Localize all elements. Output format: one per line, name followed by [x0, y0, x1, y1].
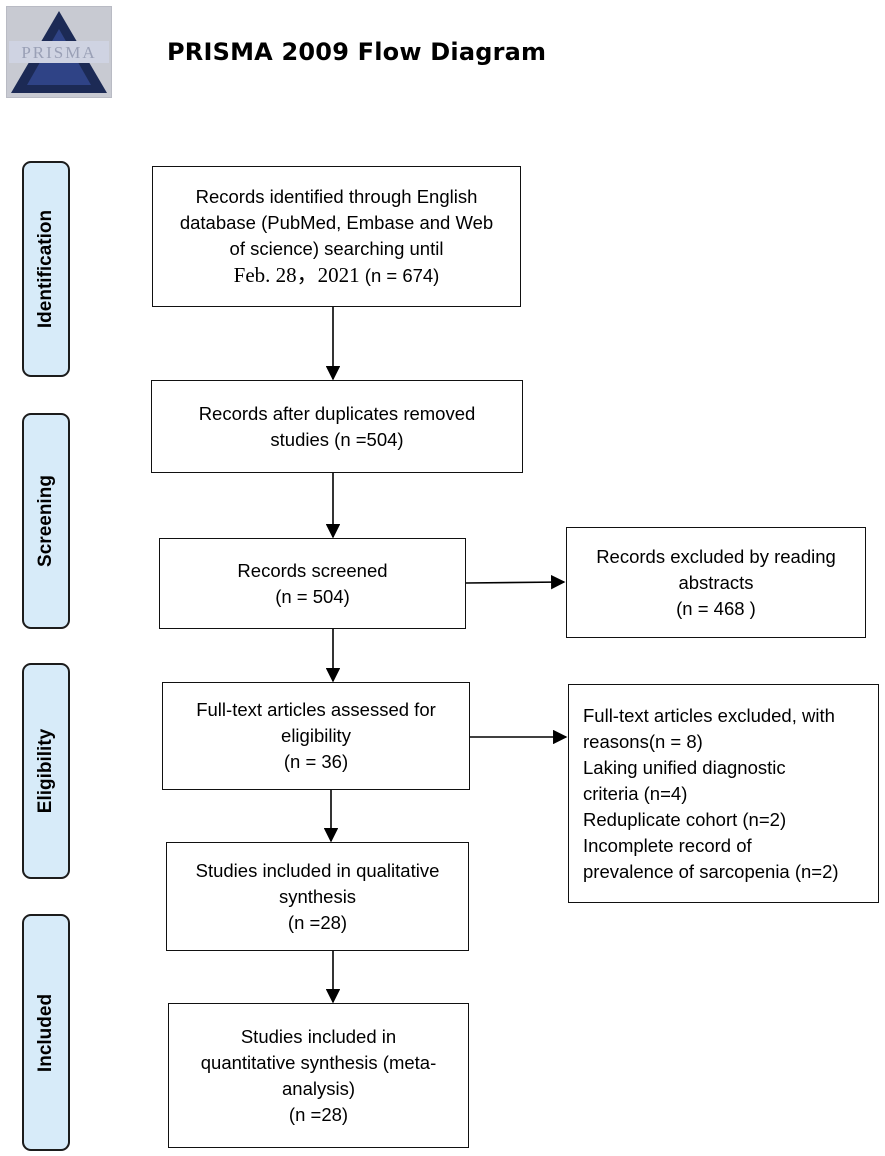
- duplicates-line-2: studies (n =504): [270, 428, 404, 450]
- fulltext-excluded-line-3: Laking unified diagnostic: [583, 756, 786, 778]
- quantitative-line-4: (n =28): [288, 1103, 349, 1125]
- box-fulltext-assessed: Full-text articles assessed for eligibil…: [162, 682, 470, 790]
- stage-identification: Identification: [22, 161, 70, 377]
- identified-line-2: database (PubMed, Embase and Web: [179, 212, 494, 233]
- excluded-abstracts-line-1: Records excluded by reading: [596, 545, 836, 567]
- quantitative-line-1: Studies included in: [240, 1025, 397, 1047]
- duplicates-line-1: Records after duplicates removed: [198, 402, 476, 424]
- quantitative-line-2: quantitative synthesis (meta-: [200, 1051, 437, 1073]
- box-quantitative-synthesis: Studies included in quantitative synthes…: [168, 1003, 469, 1148]
- qualitative-line-3: (n =28): [287, 911, 348, 933]
- box-duplicates-removed: Records after duplicates removed studies…: [151, 380, 523, 473]
- fulltext-excluded-line-6: Incomplete record of: [583, 834, 752, 856]
- fulltext-excluded-line-5: Reduplicate cohort (n=2): [583, 808, 787, 830]
- identified-date: Feb. 28，2021: [233, 263, 360, 287]
- page-title: PRISMA 2009 Flow Diagram: [167, 38, 547, 66]
- qualitative-line-1: Studies included in qualitative: [195, 859, 440, 881]
- qualitative-line-2: synthesis: [278, 885, 357, 907]
- box-records-identified: Records identified through English datab…: [152, 166, 521, 307]
- quantitative-line-3: analysis): [282, 1077, 355, 1099]
- fulltext-excluded-line-4: criteria (n=4): [583, 782, 688, 804]
- identified-line-3: of science) searching until: [229, 238, 444, 259]
- fulltext-assessed-line-2: eligibility: [281, 725, 351, 746]
- stage-screening: Screening: [22, 413, 70, 629]
- fulltext-excluded-line-2: reasons(n = 8): [583, 730, 703, 752]
- box-records-screened: Records screened (n = 504): [159, 538, 466, 629]
- screened-line-1: Records screened: [237, 559, 388, 581]
- box-qualitative-synthesis: Studies included in qualitative synthesi…: [166, 842, 469, 951]
- excluded-abstracts-line-3: (n = 468 ): [676, 597, 756, 619]
- identified-line-1: Records identified through English: [195, 186, 478, 207]
- screened-line-2: (n = 504): [275, 585, 350, 607]
- fulltext-assessed-line-3: (n = 36): [283, 751, 349, 772]
- stage-screening-label: Screening: [35, 475, 56, 567]
- box-fulltext-excluded: Full-text articles excluded, with reason…: [568, 684, 879, 903]
- stage-eligibility: Eligibility: [22, 663, 70, 879]
- prisma-logo-text: PRISMA: [21, 43, 96, 62]
- fulltext-excluded-line-1: Full-text articles excluded, with: [583, 704, 835, 726]
- identified-count: (n = 674): [364, 265, 440, 286]
- box-records-excluded-abstracts: Records excluded by reading abstracts (n…: [566, 527, 866, 638]
- stage-included-label: Included: [35, 993, 56, 1072]
- fulltext-assessed-line-1: Full-text articles assessed for: [196, 699, 436, 720]
- stage-eligibility-label: Eligibility: [35, 728, 56, 814]
- arrow-screened-to-excluded: [465, 574, 566, 590]
- fulltext-excluded-line-7: prevalence of sarcopenia (n=2): [583, 860, 839, 882]
- prisma-logo: PRISMA: [6, 6, 112, 98]
- stage-identification-label: Identification: [35, 209, 56, 329]
- excluded-abstracts-line-2: abstracts: [678, 571, 754, 593]
- stage-included: Included: [22, 914, 70, 1151]
- prisma-logo-graphic: PRISMA: [7, 7, 111, 97]
- identified-line-4: Feb. 28，2021 (n = 674): [234, 262, 440, 289]
